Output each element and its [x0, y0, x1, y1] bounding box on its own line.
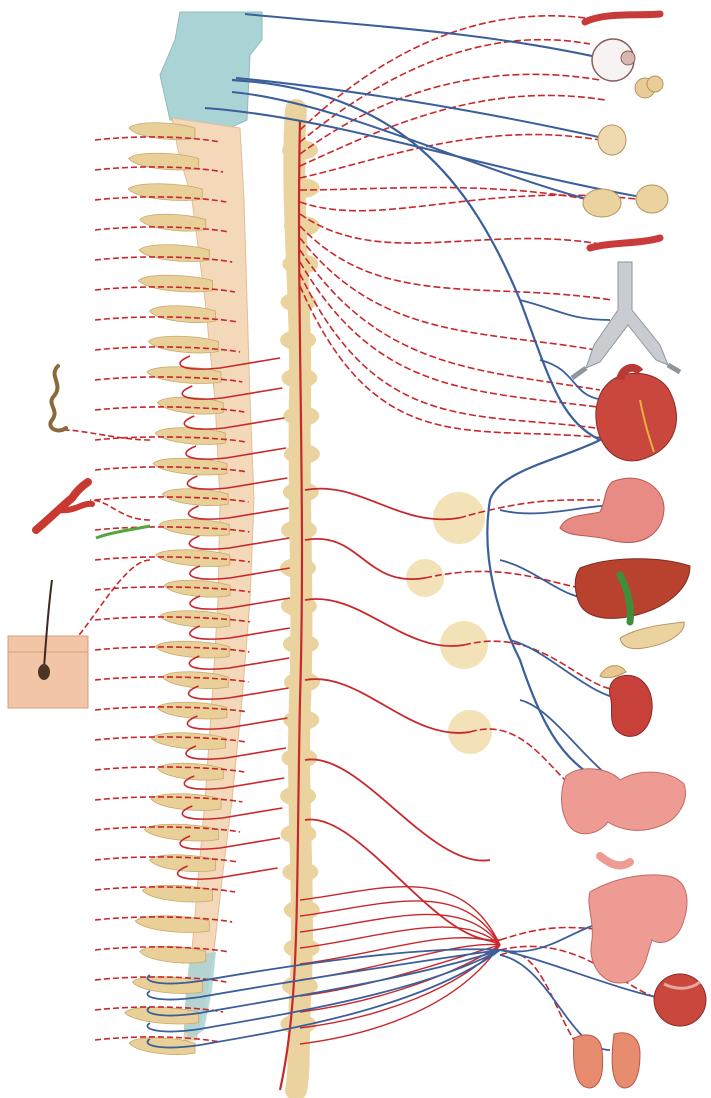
chain-ganglion: [283, 710, 319, 730]
head-blood-vessel: [585, 14, 660, 22]
chain-ganglion: [284, 672, 320, 692]
sympathetic-postganglionic-fiber: [300, 226, 612, 300]
small-intestine: [562, 769, 686, 866]
prevertebral-ganglia: [406, 492, 492, 754]
submandibular-gland: [583, 189, 621, 217]
lumbar-splanchnic: [300, 945, 500, 1028]
vagal-branch: [520, 300, 610, 320]
sympathetic-skin-fiber: [90, 500, 150, 520]
splanchnic-nerve: [305, 599, 464, 646]
parotid-gland: [598, 125, 626, 155]
vertebra-process: [164, 580, 230, 597]
splanchnic-nerve: [305, 759, 490, 860]
chain-ganglion: [282, 862, 318, 882]
vertebra-process: [157, 702, 227, 719]
sublingual-gland: [636, 185, 668, 213]
pancreas: [620, 622, 684, 649]
chain-ganglion: [281, 520, 317, 540]
vertebra-process: [162, 672, 228, 689]
sympathetic-postganglionic-fiber: [300, 238, 596, 350]
sympathetic-fibers: [60, 16, 670, 1060]
splanchnic-nerve: [305, 679, 470, 733]
vertebra-process: [157, 397, 223, 414]
kidney: [610, 675, 653, 736]
vertebra-process: [155, 428, 225, 445]
cranial-parasympathetic-fiber: [245, 14, 610, 60]
vertebra-process: [155, 641, 229, 658]
sympathetic-postganglionic-fiber: [425, 571, 600, 590]
vertebra-process: [150, 306, 216, 323]
vertebra-process: [128, 184, 202, 201]
stomach: [560, 478, 664, 542]
trachea-bronchi: [572, 262, 680, 378]
vertebra-process: [160, 611, 230, 628]
sympathetic-postganglionic-fiber: [300, 188, 592, 201]
heart: [596, 368, 677, 461]
peripheral-targets: [8, 366, 150, 708]
sweat-gland: [50, 366, 66, 430]
vertebra-process: [139, 275, 213, 292]
sympathetic-chain: [280, 110, 320, 1090]
sympathetic-postganglionic-fiber: [300, 135, 600, 178]
urinary-bladder: [654, 974, 706, 1026]
pelvic-splanchnic-branch: [500, 955, 610, 1050]
neck-blood-vessel: [590, 238, 660, 248]
vertebra-process: [132, 977, 202, 994]
genitals: [574, 1033, 640, 1088]
target-organs: [560, 14, 706, 1088]
hair-follicle-skin: [8, 580, 88, 708]
vertebra-process: [148, 336, 218, 353]
chain-ganglion: [284, 900, 320, 920]
cranial-parasympathetic-fiber: [205, 108, 652, 199]
large-intestine: [589, 875, 687, 983]
vertebra-process: [156, 550, 230, 567]
chain-ganglion: [284, 216, 320, 236]
eye: [592, 39, 635, 81]
lacrimal-gland: [635, 76, 663, 98]
chain-ganglion: [284, 178, 320, 198]
sympathetic-postganglionic-fiber: [300, 250, 600, 390]
vertebra-process: [151, 733, 225, 750]
sympathetic-postganglionic-fiber: [300, 214, 600, 244]
chain-ganglion: [280, 330, 316, 350]
pelvic-splanchnic-branch: [500, 950, 680, 1000]
